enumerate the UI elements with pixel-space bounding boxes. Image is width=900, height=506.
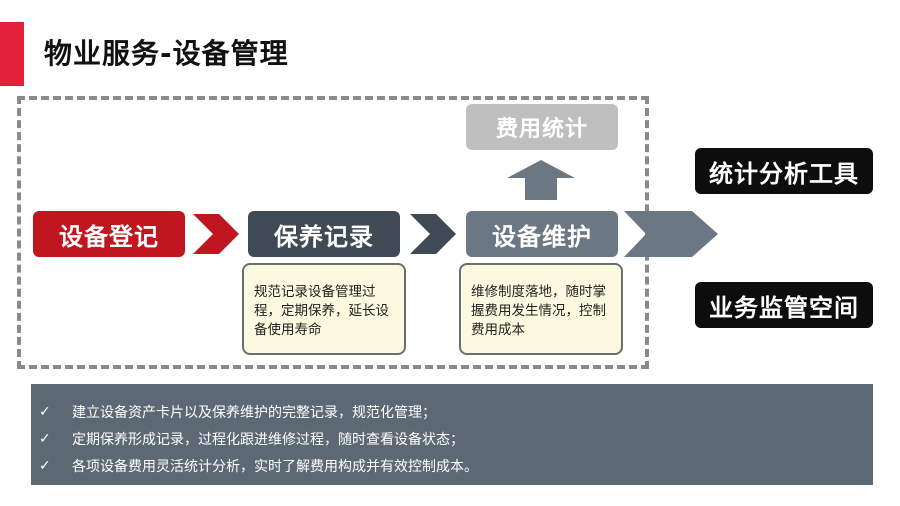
repair-note: 维修制度落地，随时掌握费用发生情况，控制费用成本 — [459, 263, 623, 355]
summary-text: 建立设备资产卡片以及保养维护的完整记录，规范化管理； — [72, 404, 436, 421]
up-arrow-icon — [507, 160, 575, 200]
chevron-right-icon — [410, 214, 456, 254]
step-cost-statistics: 费用统计 — [466, 104, 618, 150]
summary-panel: ✓ 建立设备资产卡片以及保养维护的完整记录，规范化管理； ✓ 定期保养形成记录，… — [31, 384, 873, 485]
summary-item: ✓ 各项设备费用灵活统计分析，实时了解费用构成并有效控制成本。 — [39, 452, 873, 479]
chevron-right-icon — [193, 214, 239, 254]
accent-bar — [0, 22, 24, 86]
summary-text: 定期保养形成记录，过程化跟进维修过程，随时查看设备状态； — [72, 431, 464, 448]
check-icon: ✓ — [39, 457, 51, 474]
stats-tool-tag: 统计分析工具 — [695, 148, 873, 194]
check-icon: ✓ — [39, 430, 51, 447]
step-equipment-register: 设备登记 — [33, 211, 185, 257]
step-equipment-repair: 设备维护 — [466, 211, 618, 257]
maintenance-note: 规范记录设备管理过程，定期保养，延长设备使用寿命 — [242, 263, 406, 355]
page-title: 物业服务-设备管理 — [44, 37, 289, 70]
step-maintenance-record: 保养记录 — [248, 211, 400, 257]
summary-item: ✓ 建立设备资产卡片以及保养维护的完整记录，规范化管理； — [39, 398, 873, 425]
check-icon: ✓ — [39, 403, 51, 420]
summary-item: ✓ 定期保养形成记录，过程化跟进维修过程，随时查看设备状态； — [39, 425, 873, 452]
supervision-space-tag: 业务监管空间 — [695, 282, 873, 328]
summary-text: 各项设备费用灵活统计分析，实时了解费用构成并有效控制成本。 — [72, 458, 478, 475]
arrow-right-icon — [624, 211, 718, 257]
